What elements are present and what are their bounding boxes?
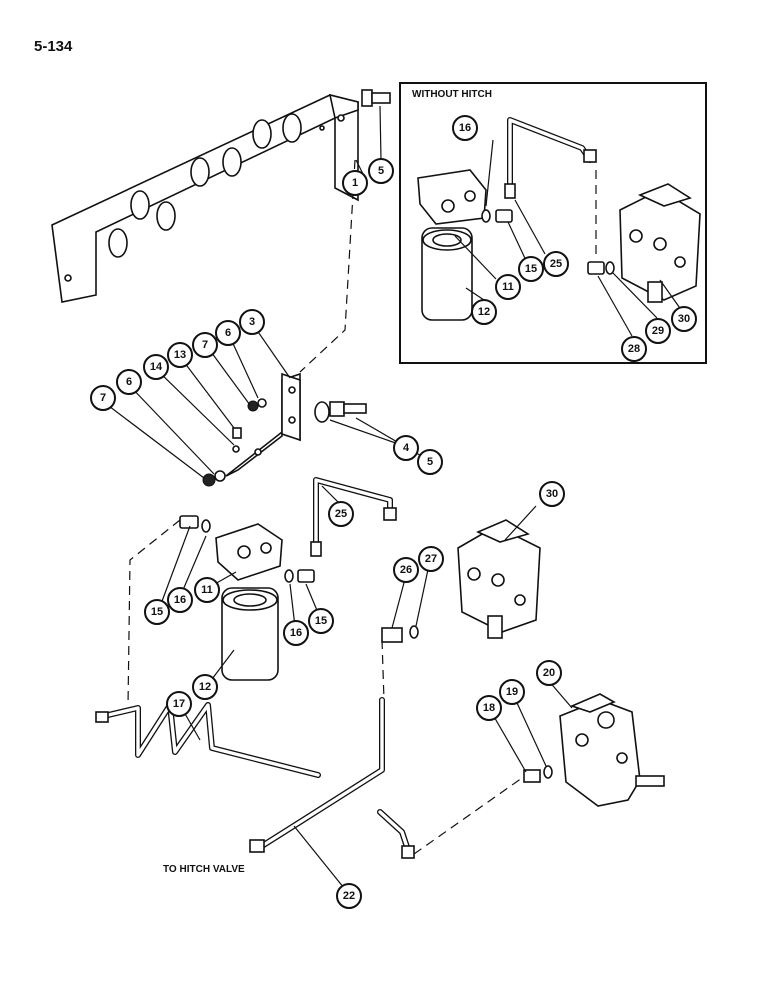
callout-27: 27 <box>418 546 444 572</box>
svg-text:17: 17 <box>173 698 185 710</box>
callout-6-upper: 6 <box>215 320 241 346</box>
svg-text:15: 15 <box>525 263 537 275</box>
callout-14: 14 <box>143 354 169 380</box>
callout-12-inset: 12 <box>471 299 497 325</box>
mounting-bracket <box>51 93 359 303</box>
callout-18: 18 <box>476 695 502 721</box>
callout-12-main: 12 <box>192 674 218 700</box>
callout-17: 17 <box>166 691 192 717</box>
svg-text:12: 12 <box>199 681 211 693</box>
callout-19: 19 <box>499 679 525 705</box>
callout-5-top: 5 <box>368 158 394 184</box>
bolt-washer-right <box>314 401 367 423</box>
svg-text:30: 30 <box>546 488 558 500</box>
callout-30-main: 30 <box>539 481 565 507</box>
svg-text:5: 5 <box>427 456 433 468</box>
callout-25-inset: 25 <box>543 251 569 277</box>
callout-15-right: 15 <box>308 608 334 634</box>
svg-text:16: 16 <box>290 627 302 639</box>
callout-7-upper: 7 <box>192 332 218 358</box>
bolt-top <box>361 89 391 107</box>
callout-6-lower: 6 <box>116 369 142 395</box>
svg-text:25: 25 <box>335 508 347 520</box>
callout-11-main: 11 <box>194 577 220 603</box>
inset-frame <box>399 82 707 364</box>
svg-text:3: 3 <box>249 316 255 328</box>
callout-28: 28 <box>621 336 647 362</box>
callout-29: 29 <box>645 318 671 344</box>
leader-lines <box>100 105 683 894</box>
callout-30-inset: 30 <box>671 306 697 332</box>
svg-text:7: 7 <box>100 392 106 404</box>
svg-text:5: 5 <box>378 165 384 177</box>
callout-20: 20 <box>536 660 562 686</box>
filter-bracket <box>225 372 301 477</box>
svg-text:18: 18 <box>483 702 495 714</box>
callout-3: 3 <box>239 309 265 335</box>
callout-11-inset: 11 <box>495 274 521 300</box>
svg-text:22: 22 <box>343 890 355 902</box>
main-filter-assembly <box>215 523 283 681</box>
callout-13: 13 <box>167 342 193 368</box>
inset-fittings <box>481 209 615 275</box>
svg-text:7: 7 <box>202 339 208 351</box>
inset-tube-nut <box>504 183 516 199</box>
callout-7-lower: 7 <box>90 385 116 411</box>
svg-text:30: 30 <box>678 313 690 325</box>
inset-title: WITHOUT HITCH <box>412 89 492 100</box>
page-number: 5-134 <box>34 38 73 55</box>
svg-text:26: 26 <box>400 564 412 576</box>
svg-text:15: 15 <box>151 606 163 618</box>
svg-text:27: 27 <box>425 553 437 565</box>
svg-text:13: 13 <box>174 349 186 361</box>
inset-filter-assembly <box>417 169 487 321</box>
callout-22: 22 <box>336 883 362 909</box>
callout-15-left: 15 <box>144 599 170 625</box>
svg-text:16: 16 <box>174 594 186 606</box>
svg-text:11: 11 <box>502 281 514 293</box>
svg-text:16: 16 <box>459 122 471 134</box>
main-fittings <box>179 515 315 583</box>
svg-text:11: 11 <box>201 584 213 596</box>
callout-16-left: 16 <box>167 587 193 613</box>
callout-26: 26 <box>393 557 419 583</box>
callout-16-right: 16 <box>283 620 309 646</box>
svg-text:14: 14 <box>150 361 163 373</box>
callout-25-main: 25 <box>328 501 354 527</box>
callout-15-inset: 15 <box>518 256 544 282</box>
svg-text:12: 12 <box>478 306 490 318</box>
svg-text:6: 6 <box>225 327 231 339</box>
svg-text:15: 15 <box>315 615 327 627</box>
hardware-small <box>202 398 267 487</box>
svg-text:28: 28 <box>628 343 640 355</box>
inset-control-valve <box>619 183 701 303</box>
callout-4: 4 <box>393 435 419 461</box>
priority-valve <box>523 693 665 807</box>
to-hitch-valve-label: TO HITCH VALVE <box>163 864 245 875</box>
callout-1: 1 <box>342 170 368 196</box>
svg-text:20: 20 <box>543 667 555 679</box>
svg-text:4: 4 <box>403 442 410 454</box>
svg-text:29: 29 <box>652 325 664 337</box>
inset-tube-nut-2 <box>583 149 597 163</box>
svg-text:6: 6 <box>126 376 132 388</box>
callout-16-inset: 16 <box>452 115 478 141</box>
svg-text:25: 25 <box>550 258 562 270</box>
svg-text:1: 1 <box>352 177 358 189</box>
svg-text:19: 19 <box>506 686 518 698</box>
callout-5-lower: 5 <box>417 449 443 475</box>
